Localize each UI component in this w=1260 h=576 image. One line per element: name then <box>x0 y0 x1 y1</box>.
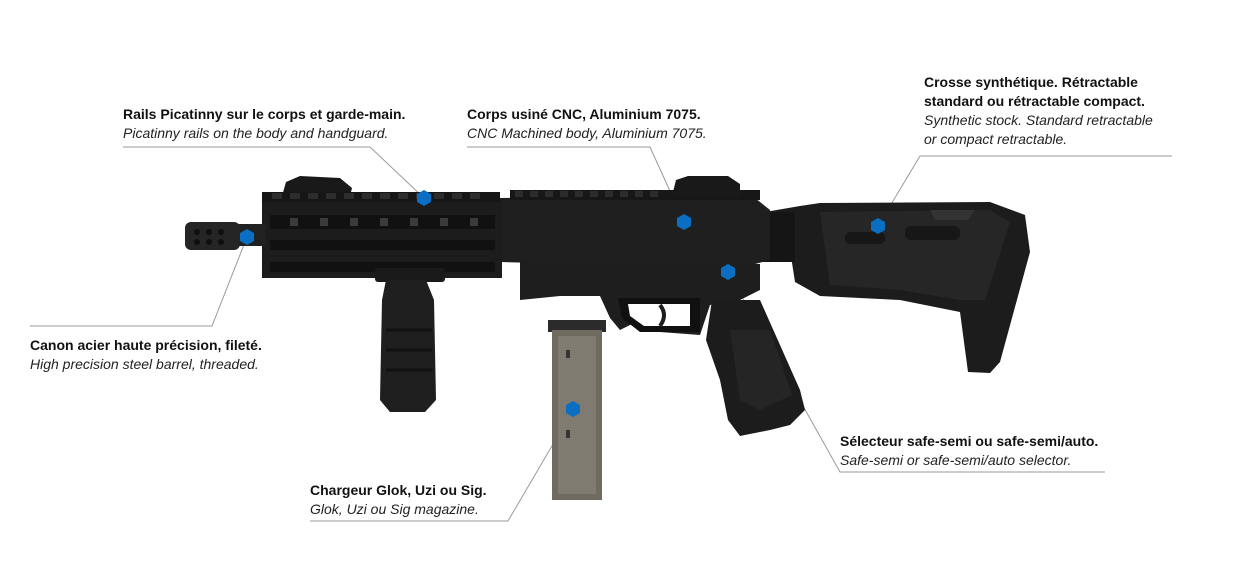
marker-stock[interactable] <box>871 218 885 234</box>
stock <box>765 202 1030 373</box>
magazine <box>548 320 606 500</box>
marker-rails[interactable] <box>417 190 431 206</box>
vertical-grip <box>375 268 445 412</box>
leader-barrel <box>30 236 248 327</box>
label-stock-fr-1: Crosse synthétique. Rétractable <box>924 74 1138 90</box>
marker-magazine[interactable] <box>566 401 580 417</box>
label-magazine: Chargeur Glok, Uzi ou Sig. Glok, Uzi ou … <box>310 481 487 519</box>
label-selector-en: Safe-semi or safe-semi/auto selector. <box>840 452 1072 468</box>
label-selector: Sélecteur safe-semi ou safe-semi/auto. S… <box>840 432 1098 470</box>
label-selector-fr: Sélecteur safe-semi ou safe-semi/auto. <box>840 433 1099 449</box>
pistol-grip <box>706 300 805 436</box>
marker-selector[interactable] <box>721 264 735 280</box>
hotspot-markers <box>240 190 885 417</box>
leader-magazine <box>310 409 574 522</box>
label-rails-en: Picatinny rails on the body and handguar… <box>123 125 389 141</box>
label-stock-en-2: or compact retractable. <box>924 131 1068 147</box>
label-rails-fr: Rails Picatinny sur le corps et garde-ma… <box>123 106 406 122</box>
leader-rails <box>123 146 425 199</box>
lower-receiver <box>520 262 760 335</box>
label-body: Corps usiné CNC, Aluminium 7075. CNC Mac… <box>467 105 707 143</box>
label-barrel-en: High precision steel barrel, threaded. <box>30 356 259 372</box>
label-body-en: CNC Machined body, Aluminium 7075. <box>467 125 707 141</box>
label-magazine-en: Glok, Uzi ou Sig magazine. <box>310 501 479 517</box>
label-body-fr: Corps usiné CNC, Aluminium 7075. <box>467 106 701 122</box>
upper-receiver <box>282 176 770 268</box>
label-stock-en-1: Synthetic stock. Standard retractable <box>924 112 1153 128</box>
label-rails: Rails Picatinny sur le corps et garde-ma… <box>123 105 405 143</box>
leader-lines <box>30 146 1172 522</box>
label-barrel-fr: Canon acier haute précision, fileté. <box>30 337 262 353</box>
label-magazine-fr: Chargeur Glok, Uzi ou Sig. <box>310 482 487 498</box>
handguard <box>262 192 502 278</box>
marker-body[interactable] <box>677 214 691 230</box>
marker-barrel[interactable] <box>240 229 254 245</box>
label-stock-fr-2: standard ou rétractable compact. <box>924 93 1145 109</box>
label-stock: Crosse synthétique. Rétractable standard… <box>924 73 1153 149</box>
label-barrel: Canon acier haute précision, fileté. Hig… <box>30 336 262 374</box>
